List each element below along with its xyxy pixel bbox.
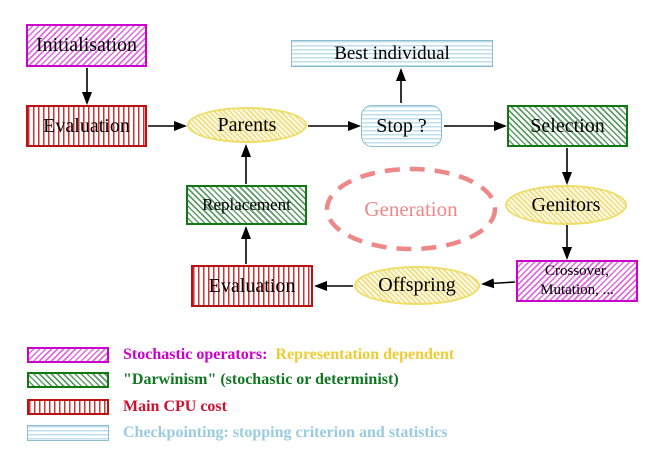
legend-row-cpu-cost: Main CPU cost	[27, 398, 227, 416]
legend-row-checkpointing: Checkpointing: stopping criterion and st…	[27, 424, 447, 442]
node-crossover-label-line2: Mutation, ...	[540, 282, 614, 298]
node-evaluation-top-label: Evaluation	[43, 114, 130, 137]
legend-swatch-green-hatch	[27, 372, 109, 388]
legend-row-darwinism: "Darwinism" (stochastic or determinist)	[27, 371, 399, 389]
legend-label-darwinism: "Darwinism" (stochastic or determinist)	[123, 371, 399, 388]
node-stop[interactable]: Stop ?	[361, 105, 442, 147]
node-evaluation-bottom[interactable]: Evaluation	[191, 265, 313, 307]
legend-swatch-red-stripes	[27, 399, 109, 415]
node-crossover-mutation[interactable]: Crossover, Mutation, ...	[516, 260, 638, 302]
legend-label-representation-dependent: Representation dependent	[275, 346, 455, 363]
legend-label-stochastic-operators: Stochastic operators:	[123, 346, 268, 363]
node-initialisation[interactable]: Initialisation	[26, 24, 147, 67]
legend-row-stochastic: Stochastic operators: Representation dep…	[27, 346, 454, 364]
node-evaluation-bottom-label: Evaluation	[208, 274, 296, 297]
legend-swatch-cyan-stripes	[27, 425, 109, 441]
node-selection[interactable]: Selection	[507, 105, 628, 147]
node-offspring[interactable]: Offspring	[354, 266, 480, 305]
node-evaluation-top[interactable]: Evaluation	[26, 105, 147, 147]
node-stop-label: Stop ?	[376, 114, 427, 137]
node-best-individual[interactable]: Best individual	[291, 40, 493, 67]
legend-label-main-cpu-cost: Main CPU cost	[123, 398, 227, 415]
node-best-individual-label: Best individual	[334, 42, 450, 64]
node-offspring-label: Offspring	[378, 274, 456, 296]
node-replacement-label: Replacement	[202, 195, 291, 214]
legend-label-checkpointing: Checkpointing: stopping criterion and st…	[123, 424, 448, 441]
node-parents[interactable]: Parents	[187, 107, 307, 143]
node-genitors[interactable]: Genitors	[505, 185, 627, 225]
node-initialisation-label: Initialisation	[35, 34, 138, 56]
node-genitors-label: Genitors	[531, 193, 601, 216]
legend-swatch-magenta-hatch	[27, 347, 109, 363]
node-parents-label: Parents	[217, 113, 277, 136]
node-crossover-label-line1: Crossover,	[545, 263, 609, 280]
generation-label: Generation	[364, 196, 458, 221]
node-selection-label: Selection	[530, 114, 605, 137]
node-replacement[interactable]: Replacement	[186, 185, 307, 225]
arrow-crossover-to-offspring	[481, 278, 516, 289]
